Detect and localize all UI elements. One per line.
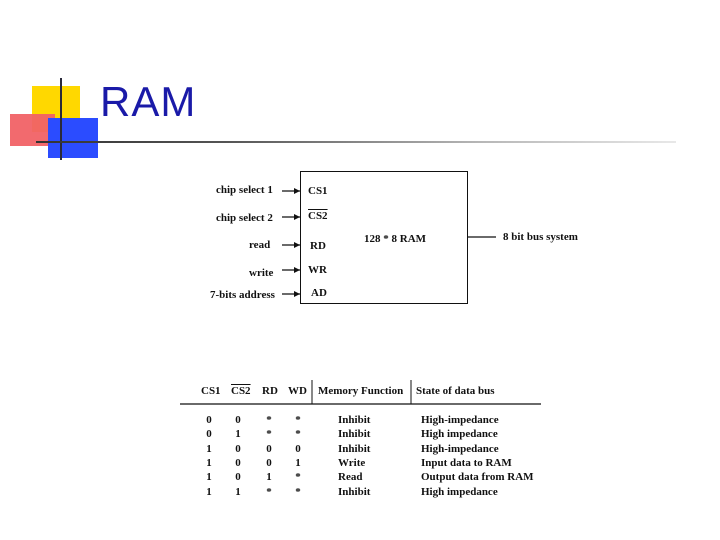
truth-table-cell-wd: * bbox=[295, 428, 301, 441]
truth-table-cell-wd: * bbox=[295, 471, 301, 484]
truth-table-cell-cs1: 1 bbox=[206, 485, 212, 498]
truth-table-cell-rd: * bbox=[266, 414, 272, 426]
truth-table-header-cs1: CS1 bbox=[201, 385, 221, 397]
chip-label: 128 * 8 RAM bbox=[364, 233, 427, 245]
truth-table-cell-memory-function: Read bbox=[338, 471, 363, 484]
truth-table-cell-memory-function: Write bbox=[338, 456, 366, 469]
signal-label-write: write bbox=[249, 267, 274, 279]
truth-table-cell-data-bus-state: Output data from RAM bbox=[421, 471, 534, 484]
pin-ad: AD bbox=[311, 287, 327, 299]
truth-table-cell-memory-function: Inhibit bbox=[338, 414, 371, 426]
signal-label-chip-select-1: chip select 1 bbox=[216, 184, 273, 196]
truth-table-header-memory-function: Memory Function bbox=[318, 385, 404, 397]
truth-table-cell-rd: 0 bbox=[266, 456, 272, 469]
truth-table-cell-wd: * bbox=[295, 414, 301, 426]
signal-label-address: 7-bits address bbox=[210, 289, 275, 301]
truth-table-cell-rd: * bbox=[266, 428, 272, 441]
truth-table-cell-rd: 0 bbox=[266, 442, 272, 455]
truth-table-cell-data-bus-state: Input data to RAM bbox=[421, 456, 512, 469]
pin-cs1: CS1 bbox=[308, 185, 328, 197]
title-underline bbox=[36, 141, 676, 143]
pin-cs2: CS2 bbox=[308, 210, 328, 222]
truth-table-cell-data-bus-state: High-impedance bbox=[421, 414, 499, 426]
truth-table-cell-cs1: 1 bbox=[206, 471, 212, 484]
truth-table-cell-data-bus-state: High-impedance bbox=[421, 442, 499, 455]
truth-table-cell-wd: * bbox=[295, 485, 301, 498]
truth-table-cell-memory-function: Inhibit bbox=[338, 485, 371, 498]
truth-table-cell-cs1: 0 bbox=[206, 414, 212, 426]
title-ornament-blue-square bbox=[48, 118, 98, 158]
truth-table-cell-cs2: 1 bbox=[235, 428, 241, 441]
signal-label-chip-select-2: chip select 2 bbox=[216, 212, 273, 224]
title-ornament-red-square bbox=[10, 114, 55, 146]
title-ornament-vertical-line bbox=[60, 78, 62, 160]
ram-chip-box bbox=[300, 171, 468, 304]
truth-table-cell-memory-function: Inhibit bbox=[338, 442, 371, 455]
truth-table-cell-rd: * bbox=[266, 485, 272, 498]
pin-wr: WR bbox=[308, 264, 327, 276]
truth-table-cell-cs2: 0 bbox=[235, 442, 241, 455]
truth-table-header-data-bus-state: State of data bus bbox=[416, 385, 495, 397]
truth-table-cell-cs2: 1 bbox=[235, 485, 241, 498]
truth-table-header-wd: WD bbox=[288, 385, 307, 397]
pin-rd: RD bbox=[310, 240, 326, 252]
signal-label-read: read bbox=[249, 239, 271, 251]
truth-table-cell-cs2: 0 bbox=[235, 456, 241, 469]
truth-table-cell-cs1: 1 bbox=[206, 456, 212, 469]
truth-table-header-rd: RD bbox=[262, 385, 278, 397]
truth-table-cell-memory-function: Inhibit bbox=[338, 428, 371, 441]
truth-table-cell-wd: 1 bbox=[295, 456, 301, 469]
truth-table-header-cs2: CS2 bbox=[231, 385, 251, 397]
truth-table-cell-cs2: 0 bbox=[235, 414, 241, 426]
truth-table-cell-wd: 0 bbox=[295, 442, 301, 455]
truth-table-cell-cs1: 1 bbox=[206, 442, 212, 455]
truth-table-cell-cs1: 0 bbox=[206, 428, 212, 441]
data-bus-label: 8 bit bus system bbox=[503, 231, 578, 243]
truth-table-cell-cs2: 0 bbox=[235, 471, 241, 484]
truth-table-cell-rd: 1 bbox=[266, 471, 272, 484]
truth-table-cell-data-bus-state: High impedance bbox=[421, 428, 498, 441]
slide-title: RAM bbox=[100, 78, 197, 125]
truth-table-cell-data-bus-state: High impedance bbox=[421, 485, 498, 498]
